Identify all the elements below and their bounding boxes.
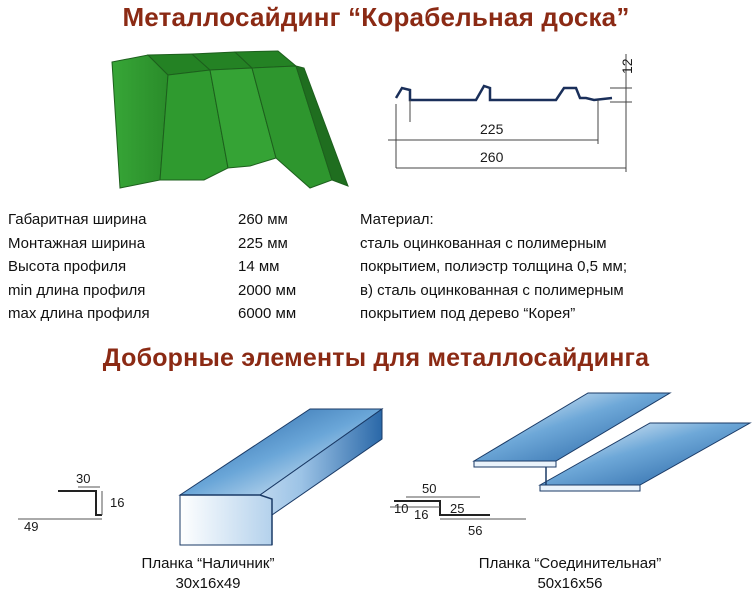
spec-value: 2000 мм <box>238 281 297 299</box>
spec-label: max длина профиля <box>8 305 150 322</box>
nalichnik-name: Планка “Наличник” <box>141 555 275 572</box>
material-heading: Материал: <box>360 211 434 228</box>
soed-dim-a: 50 <box>422 481 436 496</box>
nalichnik-dim-c: 49 <box>24 519 38 534</box>
spec-label: Высота профиля <box>8 258 127 275</box>
dim-mount-width-label: 225 <box>480 121 504 137</box>
soed-profile <box>394 500 490 516</box>
nalichnik-side-face <box>179 408 383 546</box>
siding-panel-illustration <box>111 50 349 189</box>
nalichnik-dim-a: 30 <box>76 471 90 486</box>
soed-name: Планка “Соединительная” <box>478 555 662 572</box>
spec-label: min длина профиля <box>8 281 146 299</box>
spec-labels: Габаритная ширина Монтажная ширина Высот… <box>8 208 150 326</box>
soed-dim-d: 25 <box>450 501 464 516</box>
panel-face-4 <box>251 65 333 189</box>
nalichnik-dim-b: 16 <box>110 495 124 510</box>
spec-value: 225 мм <box>238 234 288 252</box>
nalichnik-caption: Планка “Наличник” 30x16x49 <box>108 554 308 594</box>
spec-value: 6000 мм <box>238 305 297 322</box>
material-line: сталь оцинкованная с полимерным <box>360 234 607 252</box>
material-block: Материал: сталь оцинкованная с полимерны… <box>360 208 627 326</box>
profile-cross-section: 12 225 260 <box>388 54 635 172</box>
panel-edge <box>295 65 349 187</box>
panel-face-3 <box>209 67 277 169</box>
spec-label: Монтажная ширина <box>8 234 146 252</box>
spec-value: 260 мм <box>238 211 288 228</box>
soed-size: 50x16x56 <box>537 575 603 592</box>
soed-dim-c: 16 <box>414 507 428 522</box>
page-title: Металлосайдинг “Корабельная доска” <box>122 2 630 32</box>
material-line: в) сталь оцинкованная с полимерным <box>360 281 624 299</box>
spec-value: 14 мм <box>238 258 280 275</box>
nalichnik-profile <box>58 490 102 516</box>
soed-dim-e: 56 <box>468 523 482 538</box>
soed-base-edge <box>539 484 641 492</box>
spec-label: Габаритная ширина <box>8 211 147 228</box>
profile-outline <box>394 84 613 102</box>
nalichnik-size: 30x16x49 <box>175 575 241 592</box>
dim-total-width-label: 260 <box>480 149 504 165</box>
material-line: покрытием, полиэстр толщина 0,5 мм; <box>360 258 627 275</box>
panel-face-2 <box>159 69 229 181</box>
soed-caption: Планка “Соединительная” 50x16x56 <box>440 554 700 594</box>
spec-values: 260 мм 225 мм 14 мм 2000 мм 6000 мм <box>238 208 296 326</box>
soedinitelnaya-illustration: 50 10 16 25 56 <box>390 392 752 538</box>
soed-front-edge <box>473 460 557 468</box>
nalichnik-illustration: 30 16 49 <box>18 408 384 546</box>
section-subtitle: Доборные элементы для металлосайдинга <box>102 344 650 372</box>
dim-height-label: 12 <box>619 58 635 74</box>
material-line: покрытием под дерево “Корея” <box>360 305 576 322</box>
soed-dim-b: 10 <box>394 501 408 516</box>
panel-face-1 <box>111 54 169 189</box>
